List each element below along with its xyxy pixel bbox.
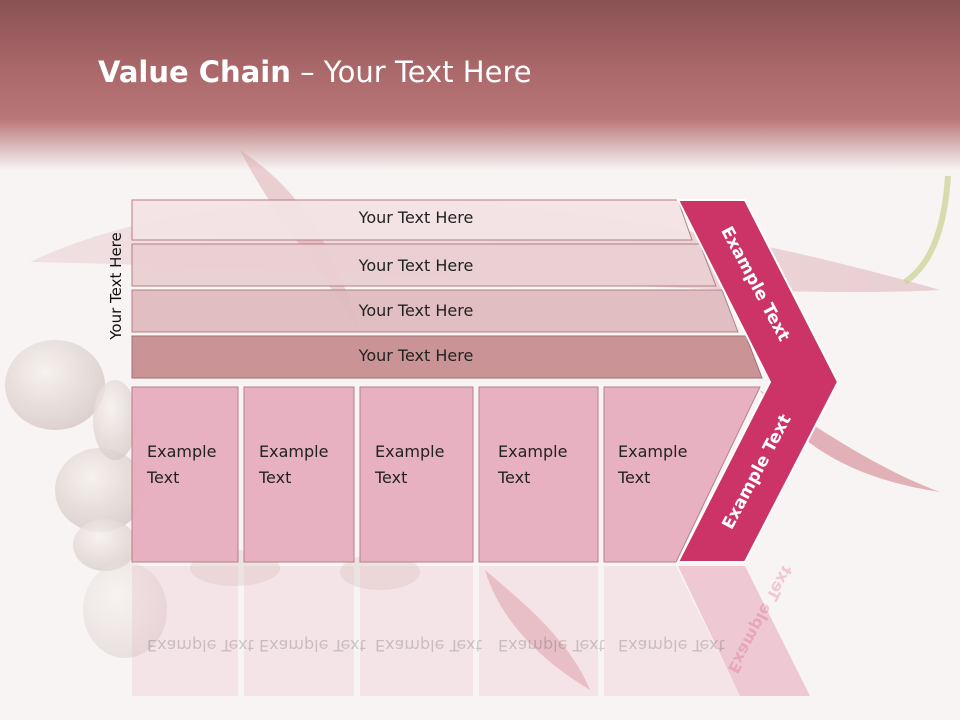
title-bold: Value Chain — [98, 55, 291, 89]
primary-cell-4 — [478, 386, 599, 563]
primary-cell-3-label: Example Text — [375, 442, 445, 487]
primary-cell-3 — [359, 386, 474, 563]
reflection-cell — [479, 566, 598, 696]
primary-cell-2 — [243, 386, 355, 563]
support-row-2-label: Your Text Here — [358, 256, 474, 275]
bean-shape — [340, 554, 420, 590]
page-title: Value Chain – Your Text Here — [98, 55, 532, 89]
support-row-1-label: Your Text Here — [358, 208, 474, 227]
primary-cell-2-label: Example Text — [259, 442, 329, 487]
bean-shape — [5, 340, 105, 430]
title-rest: – Your Text Here — [290, 55, 532, 89]
bean-shape — [93, 380, 137, 460]
reflection-cell — [604, 566, 740, 696]
bean-shape — [55, 448, 145, 532]
margin-chevron — [676, 199, 840, 563]
pod-shape — [485, 570, 590, 690]
support-row-2 — [131, 243, 717, 287]
primary-cell-1 — [131, 386, 239, 563]
primary-cell-5 — [603, 386, 761, 563]
reflection-cell — [244, 566, 354, 696]
primary-cell-5-label: Example Text — [618, 442, 688, 487]
primary-cell-4-label: Example Text — [498, 442, 568, 487]
support-row-4 — [131, 335, 763, 379]
primary-cell-1-label: Example Text — [147, 442, 217, 487]
bean-shape — [83, 562, 167, 658]
diagram-reflection — [132, 566, 810, 696]
pod-stem — [903, 175, 951, 285]
header-band — [0, 0, 960, 170]
support-row-3 — [131, 289, 739, 333]
reflection-chevron — [678, 566, 810, 696]
reflection-cell — [360, 566, 473, 696]
support-row-1 — [131, 199, 693, 241]
support-row-3-label: Your Text Here — [358, 301, 474, 320]
reflection-cell — [132, 566, 238, 696]
bean-shape — [73, 519, 137, 571]
support-row-4-label: Your Text Here — [358, 346, 474, 365]
